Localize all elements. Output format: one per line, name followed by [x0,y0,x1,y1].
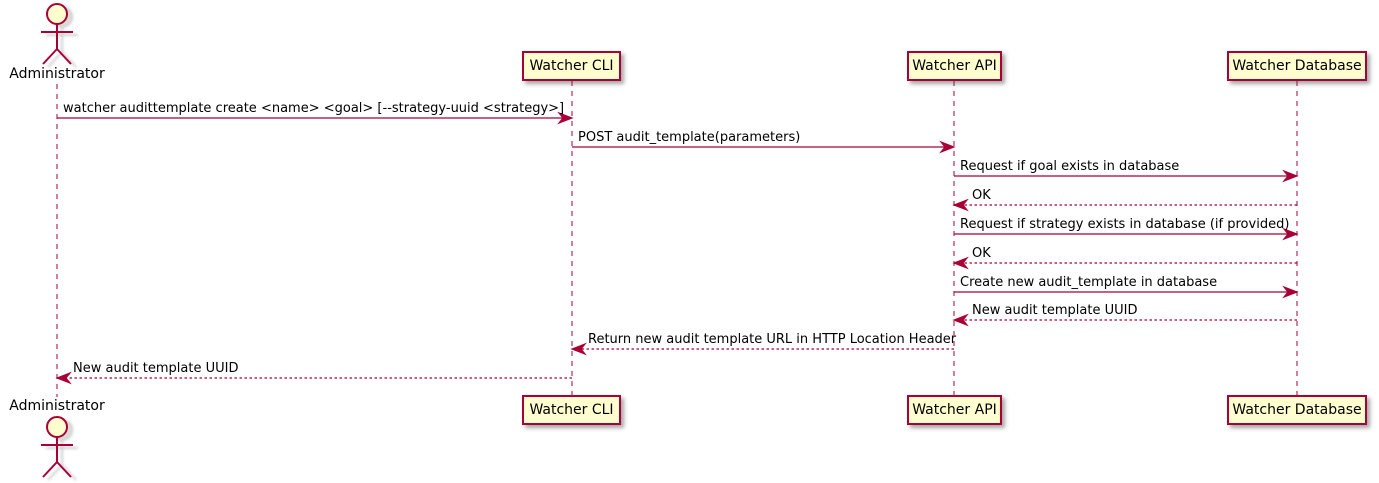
actor-label-administrator-top: Administrator [9,66,105,82]
arrow-msg-7 [954,285,1299,299]
arrow-msg-10 [55,371,572,385]
arrow-msg-1 [57,111,574,125]
participant-box-watcher-database-bottom: Watcher Database [1227,395,1367,425]
participant-box-watcher-database-top: Watcher Database [1227,51,1367,81]
arrow-msg-4 [952,198,1297,212]
message-label-1: watcher audittemplate create <name> <goa… [63,101,565,116]
actor-figure-top [41,3,73,65]
actor-figure-bottom [41,416,73,478]
participant-box-watcher-cli-bottom: Watcher CLI [522,395,621,425]
message-label-2: POST audit_template(parameters) [578,130,801,145]
arrow-msg-9 [570,342,954,356]
message-label-3: Request if goal exists in database [960,159,1180,174]
arrow-msg-2 [572,140,956,154]
message-label-10: New audit template UUID [73,361,239,376]
arrow-msg-3 [954,169,1299,183]
message-label-8: New audit template UUID [972,303,1138,318]
actor-label-administrator-bottom: Administrator [9,398,105,414]
participant-box-watcher-api-bottom: Watcher API [907,395,1002,425]
message-label-7: Create new audit_template in database [960,275,1218,290]
message-label-5: Request if strategy exists in database (… [960,217,1290,232]
arrow-msg-6 [952,256,1297,270]
participant-box-watcher-cli-top: Watcher CLI [522,51,621,81]
message-label-6: OK [972,246,991,261]
participant-box-watcher-api-top: Watcher API [907,51,1002,81]
arrow-msg-8 [952,313,1297,327]
message-label-4: OK [972,188,991,203]
message-label-9: Return new audit template URL in HTTP Lo… [588,332,957,347]
arrow-msg-5 [954,227,1299,241]
